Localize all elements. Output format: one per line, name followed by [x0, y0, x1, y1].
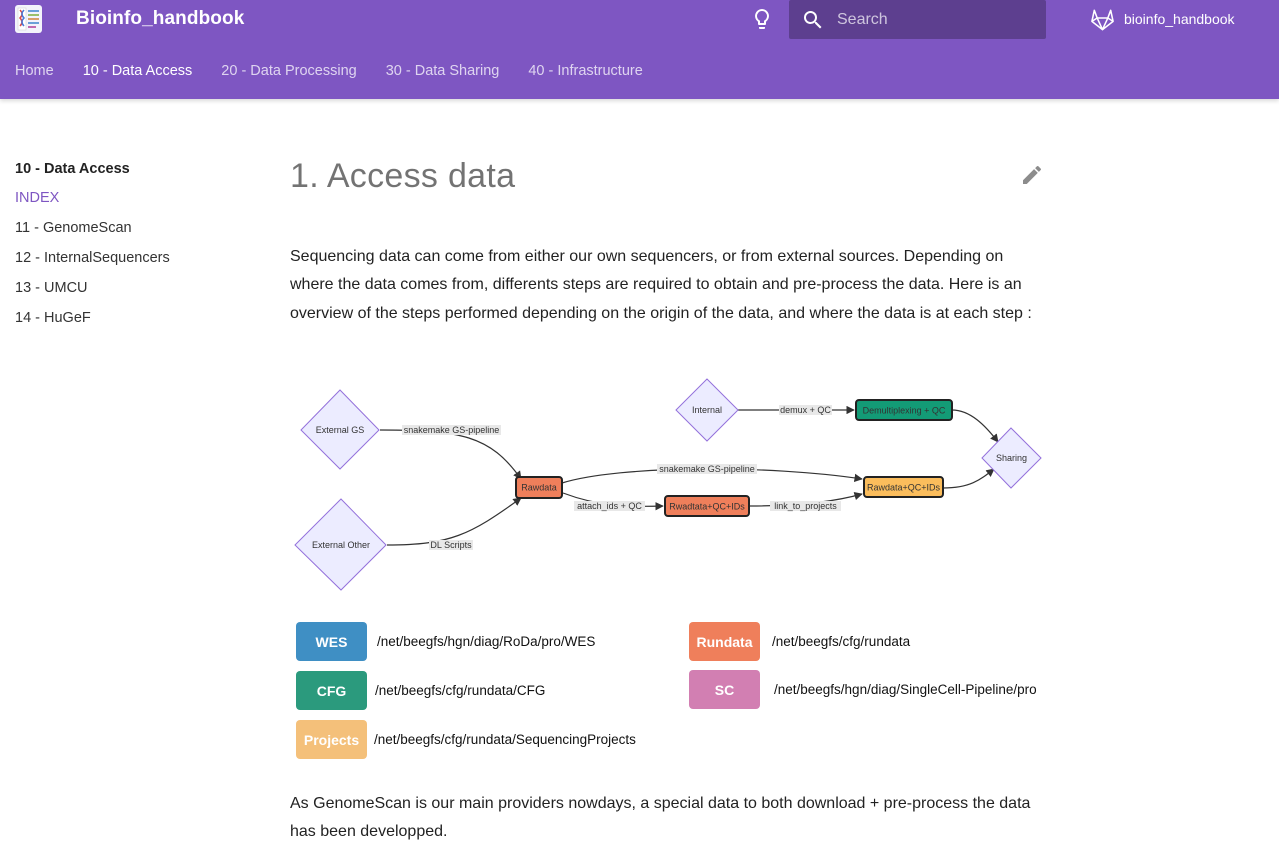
search-input[interactable]	[837, 0, 1037, 39]
svg-text:Rwadtata+QC+IDs: Rwadtata+QC+IDs	[669, 502, 745, 512]
svg-text:External GS: External GS	[316, 425, 365, 435]
svg-text:Sharing: Sharing	[996, 453, 1027, 463]
sidebar-item-internalsequencers[interactable]: 12 - InternalSequencers	[15, 250, 170, 266]
site-title[interactable]: Bioinfo_handbook	[76, 8, 245, 29]
legend-path-rundata: /net/beegfs/cfg/rundata	[772, 634, 911, 649]
svg-text:DL Scripts: DL Scripts	[430, 540, 472, 550]
svg-text:External Other: External Other	[312, 540, 370, 550]
node-rwadtata-qc-ids: Rwadtata+QC+IDs	[664, 495, 750, 517]
svg-text:Rawdata: Rawdata	[521, 483, 557, 493]
edge-label-dl-scripts: DL Scripts	[429, 540, 473, 550]
nav-tabs: Home 10 - Data Access 20 - Data Processi…	[15, 63, 672, 79]
sidebar-title: 10 - Data Access	[15, 161, 130, 177]
tab-data-processing[interactable]: 20 - Data Processing	[221, 63, 357, 79]
legend-path-projects: /net/beegfs/cfg/rundata/SequencingProjec…	[374, 732, 636, 747]
outro-paragraph: As GenomeScan is our main providers nowd…	[290, 795, 1031, 841]
intro-paragraph: Sequencing data can come from either our…	[290, 248, 1032, 322]
page-title: 1. Access data	[290, 157, 516, 195]
node-sharing: Sharing	[981, 427, 1042, 489]
main-content: 1. Access data	[290, 155, 1047, 197]
svg-text:link_to_projects: link_to_projects	[774, 501, 837, 511]
edge-label-attach-ids: attach_ids + QC	[574, 501, 645, 511]
tab-data-access[interactable]: 10 - Data Access	[82, 63, 193, 79]
svg-text:snakemake GS-pipeline: snakemake GS-pipeline	[659, 464, 755, 474]
sidebar-item-genomescan[interactable]: 11 - GenomeScan	[15, 220, 132, 236]
edge-label-demux-qc: demux + QC	[779, 405, 832, 415]
tab-home[interactable]: Home	[15, 63, 54, 79]
sidebar-item-hugef[interactable]: 14 - HuGeF	[15, 310, 91, 326]
legend-path-cfg: /net/beegfs/cfg/rundata/CFG	[375, 683, 546, 698]
lightbulb-icon[interactable]	[750, 7, 774, 31]
data-flow-diagram: snakemake GS-pipeline DL Scripts demux +…	[294, 378, 1042, 591]
legend-path-sc: /net/beegfs/hgn/diag/SingleCell-Pipeline…	[774, 682, 1037, 697]
edge-label-link-to-projects: link_to_projects	[770, 501, 841, 511]
gitlab-icon	[1091, 9, 1114, 31]
repo-link[interactable]: bioinfo_handbook	[1089, 5, 1235, 33]
node-internal: Internal	[675, 378, 739, 442]
legend-badge-wes: WES	[296, 622, 367, 661]
svg-text:Demultiplexing + QC: Demultiplexing + QC	[863, 406, 946, 416]
legend-badge-sc: SC	[689, 670, 760, 709]
top-header: Bioinfo_handbook bioinfo_handbook Home 1…	[0, 0, 1279, 99]
search-icon[interactable]	[801, 8, 825, 32]
search-box[interactable]	[789, 0, 1046, 39]
node-external-other: External Other	[294, 498, 387, 591]
node-external-gs: External GS	[300, 389, 380, 470]
svg-text:attach_ids + QC: attach_ids + QC	[577, 501, 642, 511]
sidebar-nav: 10 - Data Access INDEX 11 - GenomeScan 1…	[15, 159, 245, 338]
legend-badge-cfg: CFG	[296, 671, 367, 710]
svg-text:Internal: Internal	[692, 405, 722, 415]
svg-text:Rawdata+QC+IDs: Rawdata+QC+IDs	[867, 483, 941, 493]
tab-infrastructure[interactable]: 40 - Infrastructure	[528, 63, 643, 79]
pencil-icon[interactable]	[1020, 163, 1044, 187]
svg-text:demux + QC: demux + QC	[780, 405, 831, 415]
legend-badge-rundata: Rundata	[689, 622, 760, 661]
repo-name: bioinfo_handbook	[1124, 11, 1235, 27]
sidebar-item-index[interactable]: INDEX	[15, 190, 60, 206]
node-rawdata: Rawdata	[515, 476, 563, 499]
node-rawdata-qc-ids: Rawdata+QC+IDs	[863, 476, 944, 498]
sidebar-item-umcu[interactable]: 13 - UMCU	[15, 280, 88, 296]
tab-data-sharing[interactable]: 30 - Data Sharing	[385, 63, 500, 79]
legend-path-wes: /net/beegfs/hgn/diag/RoDa/pro/WES	[377, 634, 596, 649]
legend-badge-projects: Projects	[296, 720, 367, 759]
edge-label-snakemake-gs: snakemake GS-pipeline	[402, 425, 501, 435]
edge-label-snakemake-gs-2: snakemake GS-pipeline	[657, 464, 757, 474]
node-demultiplexing: Demultiplexing + QC	[855, 399, 953, 421]
svg-text:snakemake GS-pipeline: snakemake GS-pipeline	[404, 425, 500, 435]
handbook-logo-icon[interactable]	[15, 5, 42, 33]
